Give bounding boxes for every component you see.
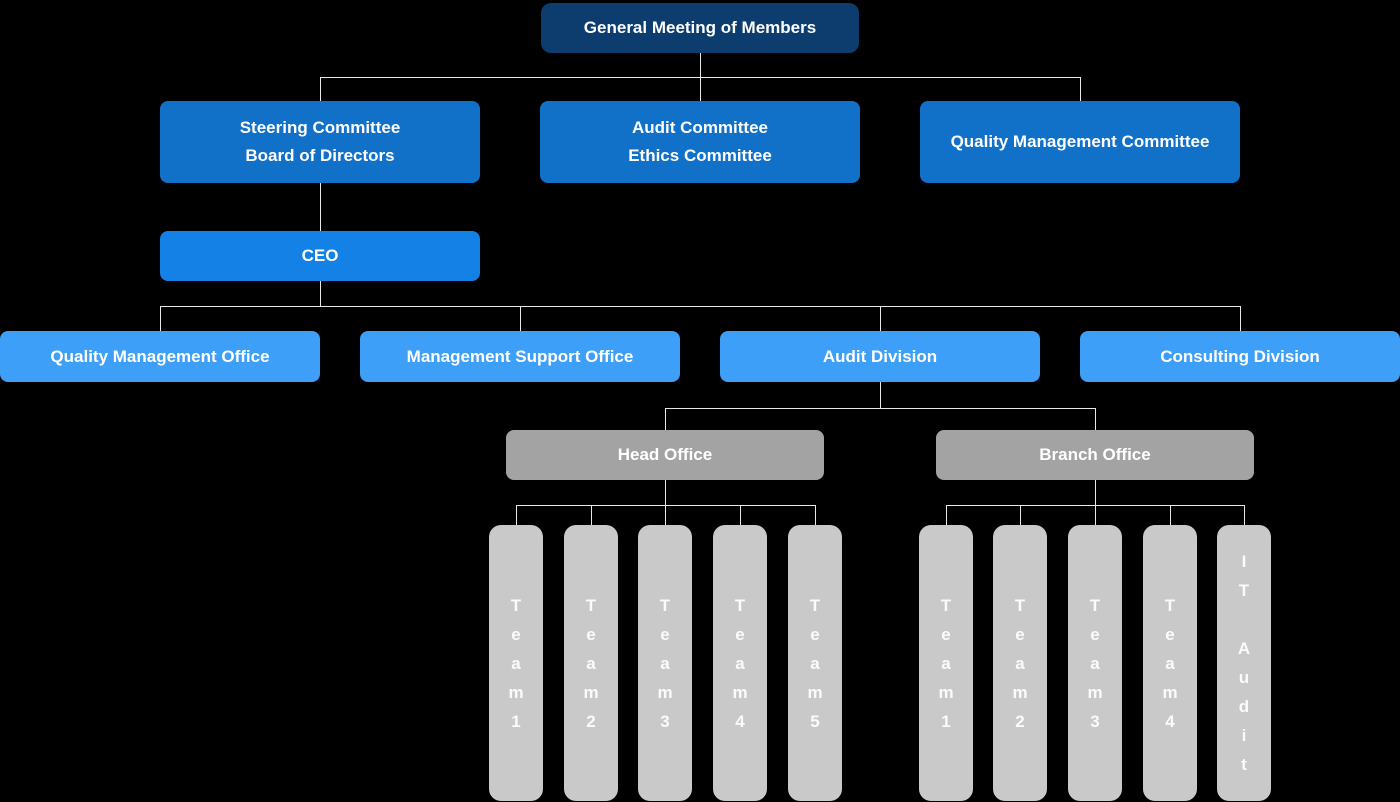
connector-line xyxy=(1080,77,1081,101)
org-node-consulting-division: Consulting Division xyxy=(1080,331,1400,382)
connector-line xyxy=(1170,505,1171,526)
org-node-team: T e a m 1 xyxy=(919,525,973,801)
org-node-quality-management-office: Quality Management Office xyxy=(0,331,320,382)
org-node-team: T e a m 5 xyxy=(788,525,842,801)
connector-line xyxy=(591,505,592,526)
connector-line xyxy=(520,306,521,331)
connector-line xyxy=(665,480,666,505)
connector-line xyxy=(665,408,1096,409)
org-node-team: T e a m 3 xyxy=(638,525,692,801)
org-node-ceo: CEO xyxy=(160,231,480,281)
connector-line xyxy=(160,306,161,331)
org-node-team: T e a m 1 xyxy=(489,525,543,801)
connector-line xyxy=(880,306,881,331)
org-node-team: T e a m 4 xyxy=(713,525,767,801)
connector-line xyxy=(665,408,666,430)
connector-line xyxy=(946,505,947,526)
connector-line xyxy=(516,505,816,506)
connector-line xyxy=(516,505,517,526)
connector-line xyxy=(1095,505,1096,526)
connector-line xyxy=(1244,505,1245,526)
connector-line xyxy=(160,306,1241,307)
connector-line xyxy=(665,505,666,526)
connector-line xyxy=(320,77,1081,78)
org-node-audit-committee: Audit Committee Ethics Committee xyxy=(540,101,860,183)
org-node-management-support-office: Management Support Office xyxy=(360,331,680,382)
connector-line xyxy=(1020,505,1021,526)
connector-line xyxy=(740,505,741,526)
org-node-team: T e a m 2 xyxy=(993,525,1047,801)
org-node-general-meeting: General Meeting of Members xyxy=(541,3,859,53)
org-node-steering-committee: Steering Committee Board of Directors xyxy=(160,101,480,183)
org-node-team: I T A u d i t xyxy=(1217,525,1271,801)
connector-line xyxy=(320,77,321,101)
connector-line xyxy=(320,183,321,231)
connector-line xyxy=(1095,480,1096,505)
org-node-team: T e a m 3 xyxy=(1068,525,1122,801)
org-node-head-office: Head Office xyxy=(506,430,824,480)
connector-line xyxy=(880,382,881,408)
org-node-audit-division: Audit Division xyxy=(720,331,1040,382)
connector-line xyxy=(1240,306,1241,331)
connector-line xyxy=(320,281,321,306)
org-node-quality-management-committee: Quality Management Committee xyxy=(920,101,1240,183)
org-node-team: T e a m 4 xyxy=(1143,525,1197,801)
org-node-branch-office: Branch Office xyxy=(936,430,1254,480)
connector-line xyxy=(815,505,816,526)
org-node-team: T e a m 2 xyxy=(564,525,618,801)
connector-line xyxy=(1095,408,1096,430)
